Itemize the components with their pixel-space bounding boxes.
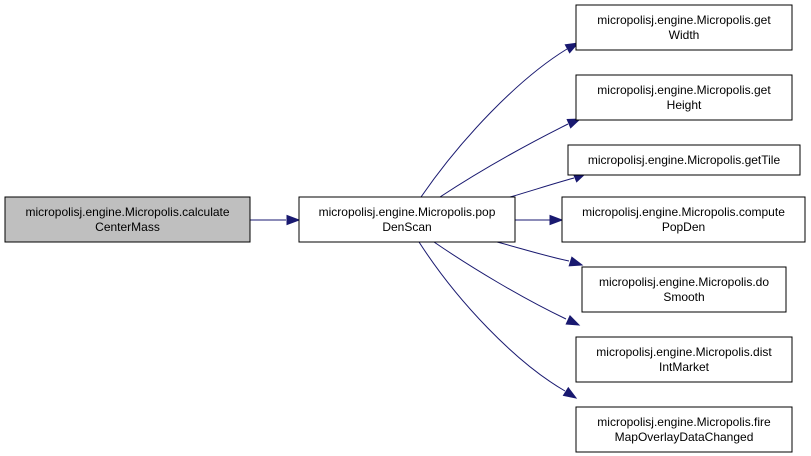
- node-label-line: Smooth: [663, 290, 704, 304]
- edge-popDenScan-to-distIntMarket: [433, 241, 581, 326]
- node-box: [298, 196, 516, 243]
- edge-popDenScan-to-getWidth: [420, 42, 580, 198]
- edge-line: [433, 241, 567, 320]
- nodes-layer: micropolisj.engine.Micropolis.calculateC…: [4, 4, 806, 453]
- node-label-line: micropolisj.engine.Micropolis.fire: [597, 415, 771, 429]
- node-computePopDen[interactable]: micropolisj.engine.Micropolis.computePop…: [561, 196, 806, 243]
- arrow-head-icon: [564, 42, 580, 54]
- edge-popDenScan-to-doSmooth: [496, 241, 584, 267]
- arrow-head-icon: [549, 214, 564, 226]
- node-box: [575, 4, 793, 51]
- node-box: [575, 406, 793, 453]
- edge-popDenScan-to-getTile: [509, 172, 588, 198]
- node-box: [581, 266, 787, 313]
- node-label-line: micropolisj.engine.Micropolis.get: [597, 13, 771, 27]
- edge-line: [420, 48, 568, 198]
- node-box: [561, 196, 806, 243]
- node-label-line: micropolisj.engine.Micropolis.pop: [319, 205, 496, 219]
- edge-line: [496, 241, 570, 262]
- arrow-head-icon: [562, 386, 578, 399]
- node-label-line: micropolisj.engine.Micropolis.get: [597, 83, 771, 97]
- node-distIntMarket[interactable]: micropolisj.engine.Micropolis.distIntMar…: [575, 336, 793, 383]
- edge-line: [509, 177, 575, 198]
- node-label-line: micropolisj.engine.Micropolis.compute: [582, 205, 785, 219]
- edge-popDenScan-to-computePopDen: [515, 214, 564, 226]
- node-label-line: micropolisj.engine.Micropolis.getTile: [588, 153, 781, 167]
- node-label-line: CenterMass: [95, 220, 160, 234]
- edge-calculateCenterMass-to-popDenScan: [250, 214, 301, 226]
- node-box: [567, 144, 801, 176]
- node-label-line: micropolisj.engine.Micropolis.calculate: [25, 205, 229, 219]
- node-label-line: micropolisj.engine.Micropolis.dist: [596, 345, 772, 359]
- node-calculateCenterMass: micropolisj.engine.Micropolis.calculateC…: [4, 196, 251, 243]
- arrow-head-icon: [568, 256, 584, 267]
- edge-line: [439, 123, 569, 198]
- node-label-line: MapOverlayDataChanged: [615, 430, 754, 444]
- node-label-line: Height: [667, 98, 702, 112]
- edge-line: [418, 241, 566, 392]
- node-label-line: IntMarket: [659, 360, 710, 374]
- arrow-head-icon: [566, 118, 582, 129]
- node-label-line: Width: [669, 28, 700, 42]
- edge-popDenScan-to-fireMapOverlayDataChanged: [418, 241, 578, 399]
- node-label-line: micropolisj.engine.Micropolis.do: [599, 275, 769, 289]
- node-box: [4, 196, 251, 243]
- node-label-line: DenScan: [382, 220, 431, 234]
- edge-popDenScan-to-getHeight: [439, 118, 582, 198]
- node-label-line: PopDen: [662, 220, 705, 234]
- arrow-head-icon: [565, 315, 581, 326]
- arrow-head-icon: [286, 214, 301, 226]
- node-fireMapOverlayDataChanged[interactable]: micropolisj.engine.Micropolis.fireMapOve…: [575, 406, 793, 453]
- node-box: [575, 336, 793, 383]
- node-getTile[interactable]: micropolisj.engine.Micropolis.getTile: [567, 144, 801, 176]
- node-box: [575, 74, 793, 121]
